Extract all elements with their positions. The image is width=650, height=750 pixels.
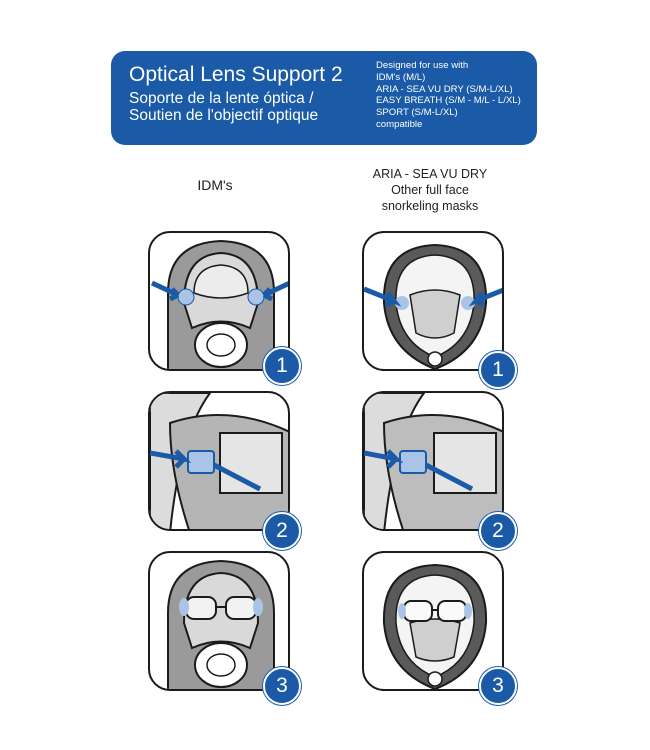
mask-illustration — [167, 559, 275, 689]
compatibility-line: Designed for use with — [376, 60, 469, 71]
compatibility-line: EASY BREATH (S/M - M/L - L/XL) — [376, 95, 521, 107]
arrow-icon — [364, 449, 404, 469]
product-banner: Optical Lens Support 2 Soporte de la len… — [111, 51, 537, 145]
column-heading-line: IDM's — [197, 177, 233, 193]
panel-aria-step-1 — [362, 231, 504, 371]
compatibility-line: SPORT (S/M-L/XL) — [376, 107, 458, 119]
column-heading-line: snorkeling masks — [381, 199, 479, 213]
step-badge-3: 3 — [479, 667, 517, 705]
arrow-icon — [424, 462, 474, 492]
panel-idm-step-2 — [148, 391, 290, 531]
step-badge-2: 2 — [263, 512, 301, 550]
mask-illustration — [364, 393, 502, 529]
banner-subtitle-fr: Soutien de l'objectif optique — [129, 107, 319, 124]
compatibility-line: compatible — [376, 118, 423, 130]
compatibility-list: Designed for use with IDM's (M/L) ARIA -… — [376, 60, 534, 131]
arrow-icon — [150, 449, 192, 469]
panel-aria-step-2 — [362, 391, 504, 531]
step-badge-3: 3 — [263, 667, 301, 705]
step-badge-2: 2 — [479, 512, 517, 550]
mask-illustration — [364, 243, 502, 369]
banner-title: Optical Lens Support 2 — [129, 63, 343, 86]
panel-aria-step-3 — [362, 551, 504, 691]
banner-subtitle-es: Soporte de la lente óptica / — [129, 90, 314, 107]
panel-idm-step-3 — [148, 551, 290, 691]
arrow-icon — [364, 286, 402, 308]
column-heading-idm: IDM's — [175, 177, 255, 193]
panel-idm-step-1 — [148, 231, 290, 371]
glasses-frame-illustration — [179, 596, 263, 620]
column-heading-aria: ARIA - SEA VU DRY Other full face snorke… — [360, 166, 500, 214]
column-heading-line: Other full face — [391, 183, 469, 197]
column-heading-line: ARIA - SEA VU DRY — [372, 167, 488, 181]
mask-illustration — [150, 239, 288, 369]
compatibility-line: IDM's (M/L) — [376, 71, 426, 83]
mask-illustration — [150, 393, 288, 529]
step-badge-1: 1 — [263, 347, 301, 385]
arrow-icon — [150, 280, 180, 302]
compatibility-line: ARIA - SEA VU DRY (S/M-L/XL) — [376, 83, 513, 95]
arrow-icon — [468, 287, 502, 308]
step-badge-1: 1 — [479, 351, 517, 389]
arrow-icon — [212, 462, 262, 492]
glasses-frame-illustration — [398, 600, 472, 622]
arrow-icon — [262, 281, 288, 302]
mask-illustration — [382, 563, 488, 689]
